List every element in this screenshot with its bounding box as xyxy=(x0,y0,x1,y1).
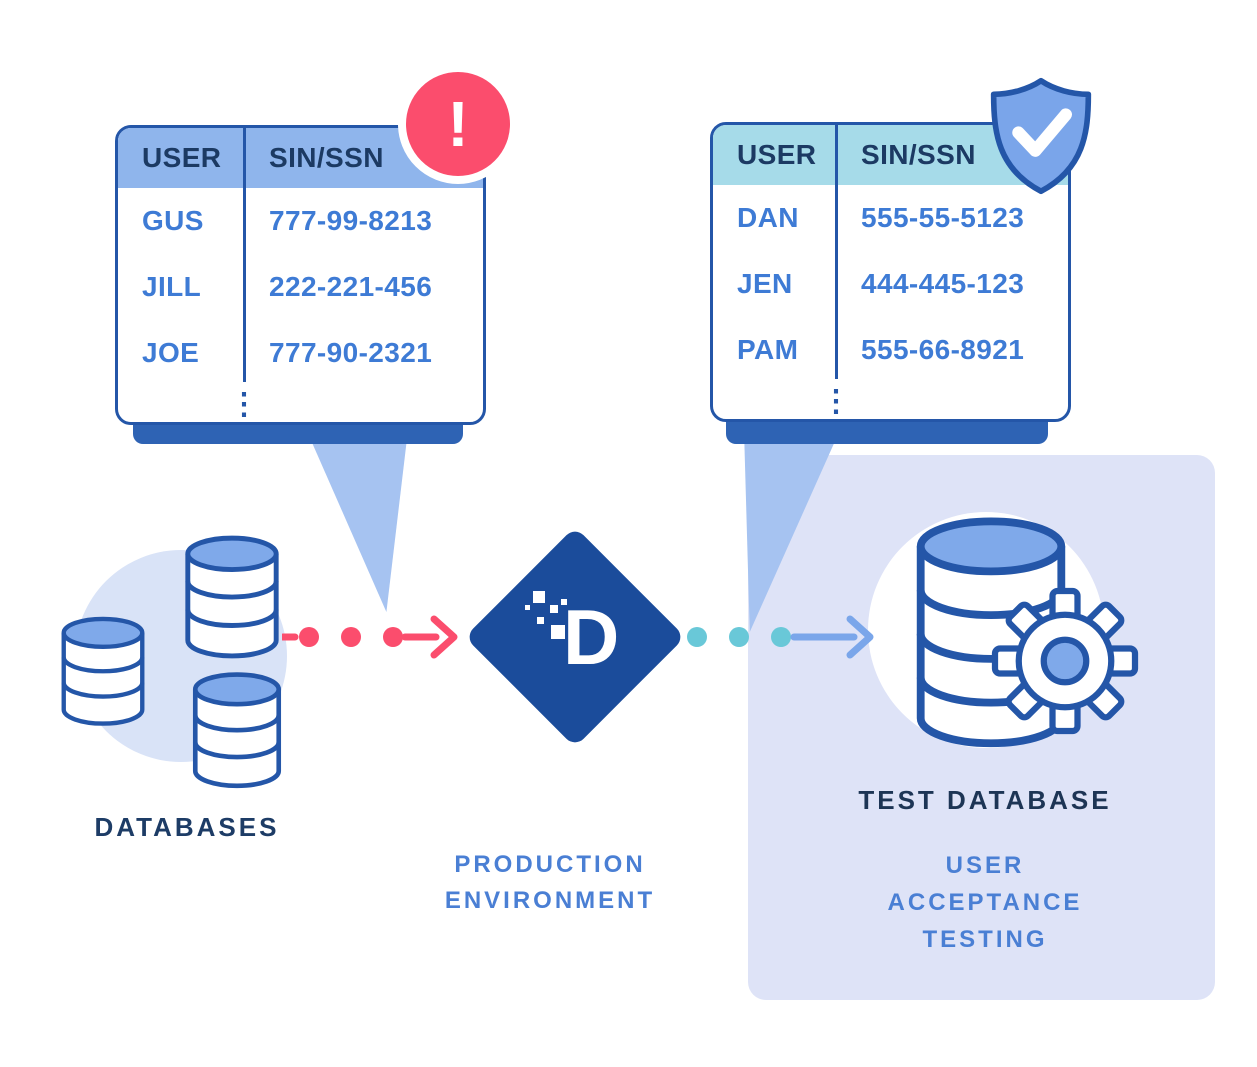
ssn-cell: 555-66-8921 xyxy=(861,334,1025,365)
user-cell: JILL xyxy=(142,271,202,302)
shield-check-icon xyxy=(984,74,1098,198)
ssn-cell: 222-221-456 xyxy=(269,271,433,302)
header-user: USER xyxy=(737,139,817,170)
header-sin-ssn: SIN/SSN xyxy=(269,142,384,173)
logo-pixel xyxy=(525,605,530,610)
database-cylinder-icon xyxy=(186,665,288,799)
ssn-cell: 777-99-8213 xyxy=(269,205,433,236)
column-divider xyxy=(835,125,838,379)
database-cylinder-icon xyxy=(178,528,286,670)
ssn-cell: 555-55-5123 xyxy=(861,202,1025,233)
table-row: JEN 444-445-123 xyxy=(713,251,1068,317)
logo-pixel xyxy=(550,605,558,613)
logo-pixel xyxy=(551,625,565,639)
production-environment-label: PRODUCTION ENVIRONMENT xyxy=(444,851,656,914)
unmasked-data-table: USER SIN/SSN GUS 777-99-8213 JILL 222-22… xyxy=(115,125,486,425)
logo-pixel xyxy=(533,591,545,603)
unmasked-data-flow-arrow xyxy=(282,615,458,659)
table-row: JILL 222-221-456 xyxy=(118,254,483,320)
gear-icon xyxy=(990,586,1140,736)
logo-pixel xyxy=(537,617,544,624)
table-row: PAM 555-66-8921 xyxy=(713,317,1068,383)
table-row: GUS 777-99-8213 xyxy=(118,188,483,254)
header-user: USER xyxy=(142,142,222,173)
database-cylinder-icon xyxy=(55,610,151,736)
ssn-cell: 777-90-2321 xyxy=(269,337,433,368)
user-cell: JEN xyxy=(737,268,793,299)
delphix-logo: D xyxy=(497,559,653,715)
more-rows-ellipsis: ⋮ xyxy=(821,385,851,418)
warning-glyph: ! xyxy=(447,88,469,160)
logo-pixel xyxy=(561,599,567,605)
warning-icon: ! xyxy=(398,64,518,184)
databases-label: DATABASES xyxy=(94,812,280,842)
more-rows-ellipsis: ⋮ xyxy=(229,388,259,421)
column-divider xyxy=(243,128,246,382)
test-database-label: TEST DATABASE xyxy=(858,785,1112,815)
logo-letter: D xyxy=(563,593,620,681)
user-cell: DAN xyxy=(737,202,799,233)
user-cell: PAM xyxy=(737,334,799,365)
table-row: JOE 777-90-2321 xyxy=(118,320,483,386)
masked-data-flow-arrow xyxy=(687,615,874,659)
header-sin-ssn: SIN/SSN xyxy=(861,139,976,170)
user-acceptance-testing-label: USER ACCEPTANCE TESTING xyxy=(887,852,1083,953)
ssn-cell: 444-445-123 xyxy=(861,268,1025,299)
user-cell: JOE xyxy=(142,337,200,368)
callout-tail-left xyxy=(306,430,408,612)
user-cell: GUS xyxy=(142,205,204,236)
table-row: DAN 555-55-5123 xyxy=(713,185,1068,251)
